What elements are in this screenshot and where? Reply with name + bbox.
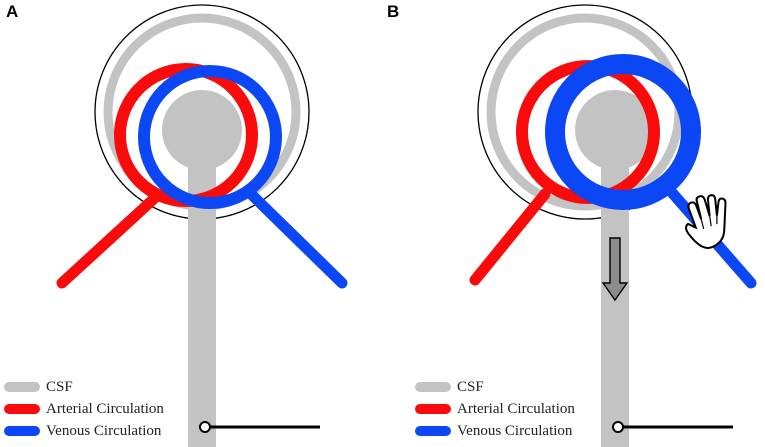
legend-swatch-venous (4, 426, 40, 436)
legend-swatch-arterial (415, 404, 451, 414)
legend-label: Arterial Circulation (457, 401, 575, 417)
legend: CSF Arterial Circulation Venous Circulat… (413, 376, 613, 442)
panel-b-diagram (469, 4, 757, 447)
legend-swatch-csf (4, 382, 40, 392)
legend-label: Venous Circulation (46, 423, 162, 439)
venous-ring (138, 65, 282, 209)
panel-letter: A (6, 2, 19, 21)
legend-swatch-csf (415, 382, 451, 392)
pivot-marker (612, 421, 624, 433)
csf-brain-head (575, 90, 655, 170)
panel-a: A CSF Arterial Circulation Venous Circul… (0, 0, 382, 447)
legend-item-venous: Venous Circulation (413, 420, 613, 442)
arterial-vessel-tail (56, 189, 164, 289)
legend-label: Arterial Circulation (46, 401, 164, 417)
legend-item-csf: CSF (2, 376, 202, 398)
compressing-hand-icon (685, 194, 727, 249)
downward-arrow (601, 237, 629, 302)
legend-item-arterial: Arterial Circulation (413, 398, 613, 420)
legend-item-venous: Venous Circulation (2, 420, 202, 442)
arterial-vessel-tail (469, 188, 551, 286)
legend-swatch-arterial (4, 404, 40, 414)
legend-item-arterial: Arterial Circulation (2, 398, 202, 420)
legend-label: CSF (46, 379, 73, 395)
panel-b: B CSF Arterial Circulation Venous Circul… (383, 0, 765, 447)
legend-swatch-venous (415, 426, 451, 436)
panel-letter: B (387, 2, 400, 21)
legend-item-csf: CSF (413, 376, 613, 398)
venous-ring (545, 54, 701, 210)
legend-label: CSF (457, 379, 484, 395)
legend: CSF Arterial Circulation Venous Circulat… (2, 376, 202, 442)
venous-vessel-tail (246, 189, 348, 289)
pivot-marker (199, 421, 211, 433)
panel-a-diagram (56, 4, 348, 447)
legend-label: Venous Circulation (457, 423, 573, 439)
csf-brain-head (162, 90, 242, 170)
